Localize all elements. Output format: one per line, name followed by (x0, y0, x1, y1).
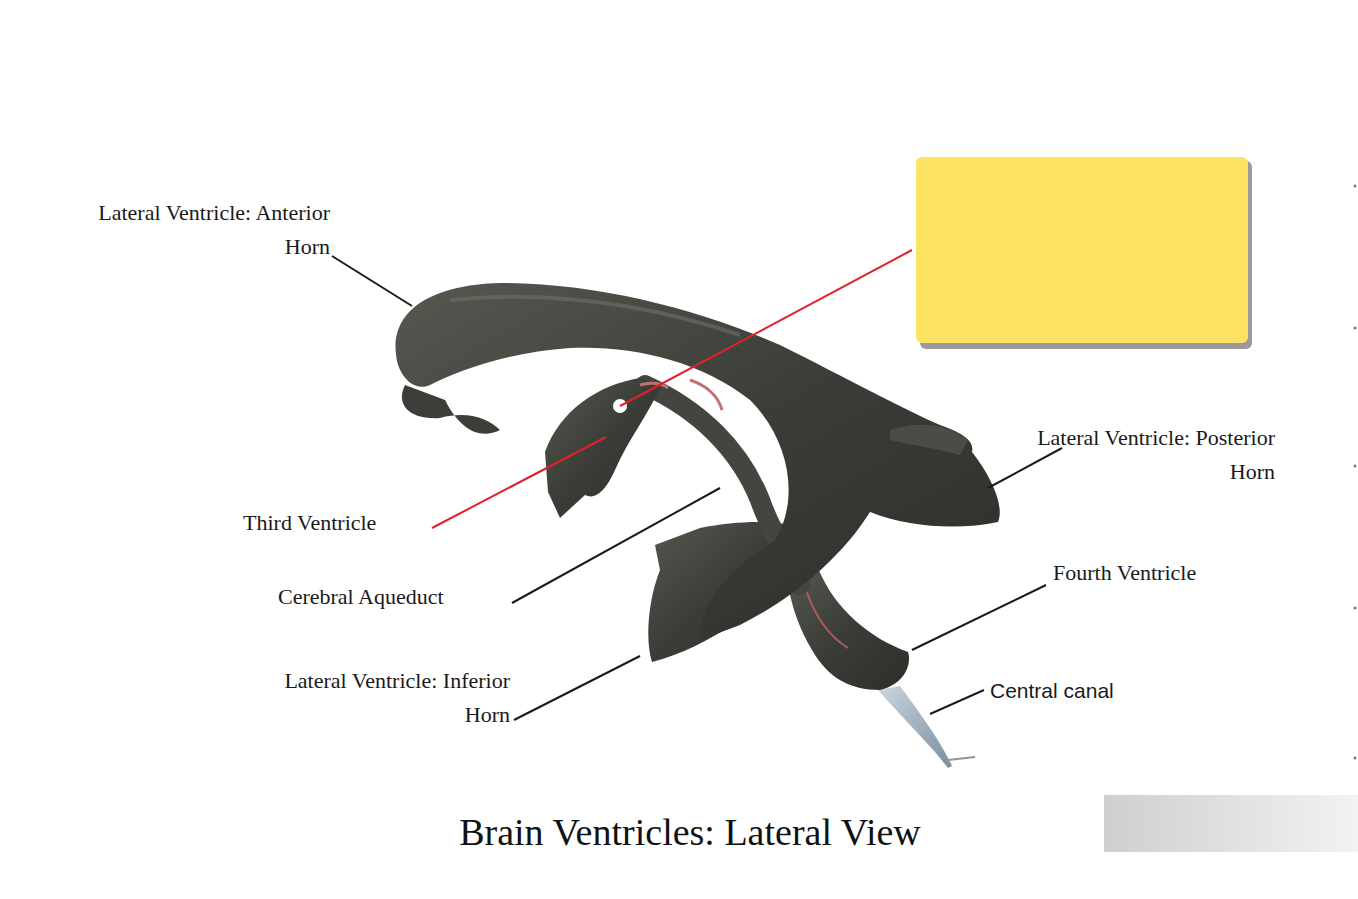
canal-tail (948, 757, 975, 760)
part-label: Central canal (990, 674, 1114, 708)
part-label: Fourth Ventricle (1053, 556, 1196, 590)
part-label: Lateral Ventricle: Anterior Horn (95, 196, 330, 264)
leader-lines (332, 256, 1062, 720)
central-canal-shape (878, 686, 952, 768)
third-ventricle-shape (545, 378, 662, 518)
part-label: Third Ventricle (243, 506, 376, 540)
choroid-detail (690, 380, 722, 410)
blank-callout-box (916, 157, 1248, 343)
part-label: Lateral Ventricle: Posterior Horn (1030, 421, 1275, 489)
choroid-detail (806, 590, 848, 648)
grey-bar (1104, 795, 1358, 852)
red-leader-lines (432, 250, 912, 528)
edge-dots (1354, 185, 1357, 760)
anterior-lower-lobe (402, 385, 500, 434)
part-label: Cerebral Aqueduct (278, 580, 444, 614)
highlight (450, 297, 740, 335)
lateral-ventricle-shape (396, 283, 1000, 640)
posterior-flap (890, 425, 968, 455)
diagram-title: Brain Ventricles: Lateral View (459, 810, 921, 854)
part-label: Lateral Ventricle: Inferior Horn (270, 664, 510, 732)
